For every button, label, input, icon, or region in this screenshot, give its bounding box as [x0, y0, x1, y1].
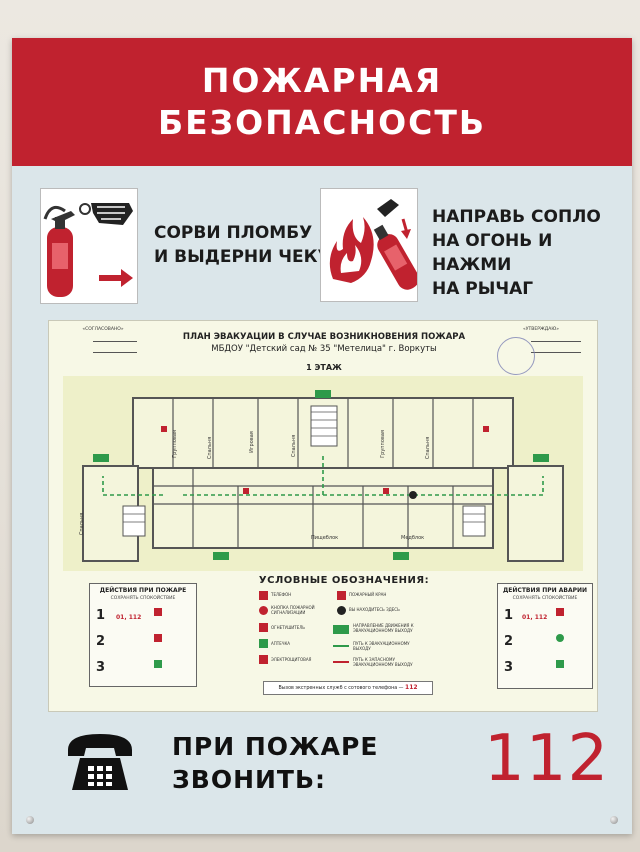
room-label: Пищеблок — [311, 535, 339, 541]
electrical-panel-icon — [259, 655, 268, 664]
accident-actions-box: ДЕЙСТВИЯ ПРИ АВАРИИ СОХРАНЯТЬ СПОКОЙСТВИ… — [497, 583, 593, 689]
plan-subtitle: МБДОУ "Детский сад № 35 "Метелица" г. Во… — [211, 344, 437, 354]
evac-path-icon — [333, 645, 349, 647]
approval-stamp-left: «СОГЛАСОВАНО» — [63, 327, 143, 353]
legend-label: КНОПКА ПОЖАРНОЙ СИГНАЛИЗАЦИИ — [271, 605, 315, 615]
legend-label: НАПРАВЛЕНИЕ ДВИЖЕНИЯ К ЭВАКУАЦИОННОМУ ВЫ… — [353, 623, 414, 633]
instruction-text: НАПРАВЬ СОПЛО — [432, 207, 601, 227]
legend-label: ПУТЬ К ЗАПАСНОМУ ЭВАКУАЦИОННОМУ ВЫХОДУ — [353, 657, 413, 667]
emergency-number: 112 — [484, 722, 610, 796]
first-aid-icon — [259, 639, 268, 648]
instruction-text: СОРВИ ПЛОМБУ — [154, 223, 313, 243]
mobile-call-note: Вызов экстренных служб с сотового телефо… — [263, 681, 433, 695]
extinguisher-spray-card — [320, 188, 419, 302]
room-label: Групповая — [379, 430, 386, 458]
plan-title-text: ПЛАН ЭВАКУАЦИИ В СЛУЧАЕ ВОЗНИКНОВЕНИЯ ПО… — [182, 332, 466, 342]
stamp-text: «СОГЛАСОВАНО» — [82, 327, 124, 332]
instruction-text: НА ОГОНЬ И НАЖМИ — [432, 231, 553, 275]
step-number: 2 — [504, 634, 514, 649]
call-instruction: ПРИ ПОЖАРЕ ЗВОНИТЬ: — [172, 730, 378, 796]
official-seal-icon — [497, 337, 535, 375]
legend-title: УСЛОВНЫЕ ОБОЗНАЧЕНИЯ: — [258, 575, 430, 586]
step-number: 1 — [96, 608, 106, 623]
alarm-icon — [154, 634, 162, 642]
room-label: Спальня — [425, 436, 432, 460]
header-title-line-1: ПОЖАРНАЯ — [201, 61, 443, 100]
instruction-text: И ВЫДЕРНИ ЧЕКУ — [154, 247, 331, 267]
accident-actions-subtitle: СОХРАНЯТЬ СПОКОЙСТВИЕ — [512, 596, 578, 601]
screw-icon — [26, 816, 34, 824]
call-instruction-line-2: ЗВОНИТЬ: — [172, 765, 327, 794]
instruction-text: НА РЫЧАГ — [432, 279, 534, 299]
legend-label: АПТЕЧКА — [271, 641, 291, 646]
telephone-icon — [68, 734, 132, 790]
phone-icon — [154, 608, 162, 616]
room-label: Спальня — [207, 436, 214, 460]
extinguisher-legend-icon — [259, 623, 268, 632]
legend-label: ПУТЬ К ЭВАКУАЦИОННОМУ ВЫХОДУ — [353, 641, 410, 651]
extinguisher-spray-icon — [329, 199, 419, 290]
step-number: 2 — [96, 634, 106, 649]
phone-icon — [556, 608, 564, 616]
fire-hydrant-icon — [337, 591, 346, 600]
spare-path-icon — [333, 661, 349, 663]
instruction-aim-nozzle: НАПРАВЬ СОПЛО НА ОГОНЬ И НАЖМИ НА РЫЧАГ — [432, 205, 632, 301]
room-label: Спальня — [79, 512, 86, 536]
phone-legend-icon — [259, 591, 268, 600]
fire-safety-board: ПОЖАРНАЯ БЕЗОПАСНОСТЬ СОРВИ ПЛОМБУ И ВЫД… — [12, 38, 632, 834]
floor-label: 1 ЭТАЖ — [306, 363, 342, 372]
accident-actions-title: ДЕЙСТВИЯ ПРИ АВАРИИ — [502, 587, 588, 594]
exit-icon — [556, 660, 564, 668]
fire-call-number: 01, 112 — [116, 614, 142, 621]
instruction-pull-pin: СОРВИ ПЛОМБУ И ВЫДЕРНИ ЧЕКУ — [154, 221, 331, 269]
extinguisher-pin-card — [40, 188, 138, 304]
mobile-call-text: Вызов экстренных служб с сотового телефо… — [278, 686, 404, 691]
board-header: ПОЖАРНАЯ БЕЗОПАСНОСТЬ — [12, 38, 632, 166]
fire-actions-box: ДЕЙСТВИЯ ПРИ ПОЖАРЕ СОХРАНЯТЬ СПОКОЙСТВИ… — [89, 583, 197, 687]
legend-label: ВЫ НАХОДИТЕСЬ ЗДЕСЬ — [349, 607, 400, 612]
step-number: 1 — [504, 608, 514, 623]
call-instruction-line-1: ПРИ ПОЖАРЕ — [172, 732, 379, 761]
exit-icon — [154, 660, 162, 668]
legend-label: ПОЖАРНЫЙ КРАН — [349, 592, 387, 597]
stamp-text: «УТВЕРЖДАЮ» — [523, 327, 559, 332]
room-label: Медблок — [401, 535, 425, 541]
legend-label: ТЕЛЕФОН — [271, 592, 292, 597]
step-number: 3 — [96, 660, 106, 675]
accident-call-number: 01, 112 — [522, 614, 548, 621]
room-label: Игровая — [248, 431, 255, 453]
first-aid-icon — [556, 634, 564, 642]
plan-title: ПЛАН ЭВАКУАЦИИ В СЛУЧАЕ ВОЗНИКНОВЕНИЯ ПО… — [159, 331, 489, 355]
extinguisher-pin-icon — [43, 203, 133, 297]
floor-map — [63, 376, 583, 571]
fire-actions-subtitle: СОХРАНЯТЬ СПОКОЙСТВИЕ — [110, 596, 176, 601]
alarm-button-icon — [259, 606, 268, 615]
header-title-line-2: БЕЗОПАСНОСТЬ — [157, 103, 487, 142]
fire-actions-title: ДЕЙСТВИЯ ПРИ ПОЖАРЕ — [99, 587, 187, 594]
mobile-call-number: 112 — [405, 684, 418, 691]
room-label: Групповая — [171, 430, 178, 458]
evacuation-plan: «СОГЛАСОВАНО» «УТВЕРЖДАЮ» ПЛАН ЭВАКУАЦИИ… — [48, 320, 598, 712]
legend-label: ЭЛЕКТРОЩИТОВАЯ — [271, 657, 312, 662]
you-are-here-icon — [337, 606, 346, 615]
approval-stamp-right: «УТВЕРЖДАЮ» — [501, 327, 581, 353]
step-number: 3 — [504, 660, 514, 675]
legend-label: ОГНЕТУШИТЕЛЬ — [271, 625, 305, 630]
screw-icon — [610, 816, 618, 824]
exit-sign-icon — [333, 625, 349, 634]
room-label: Спальня — [291, 434, 298, 458]
